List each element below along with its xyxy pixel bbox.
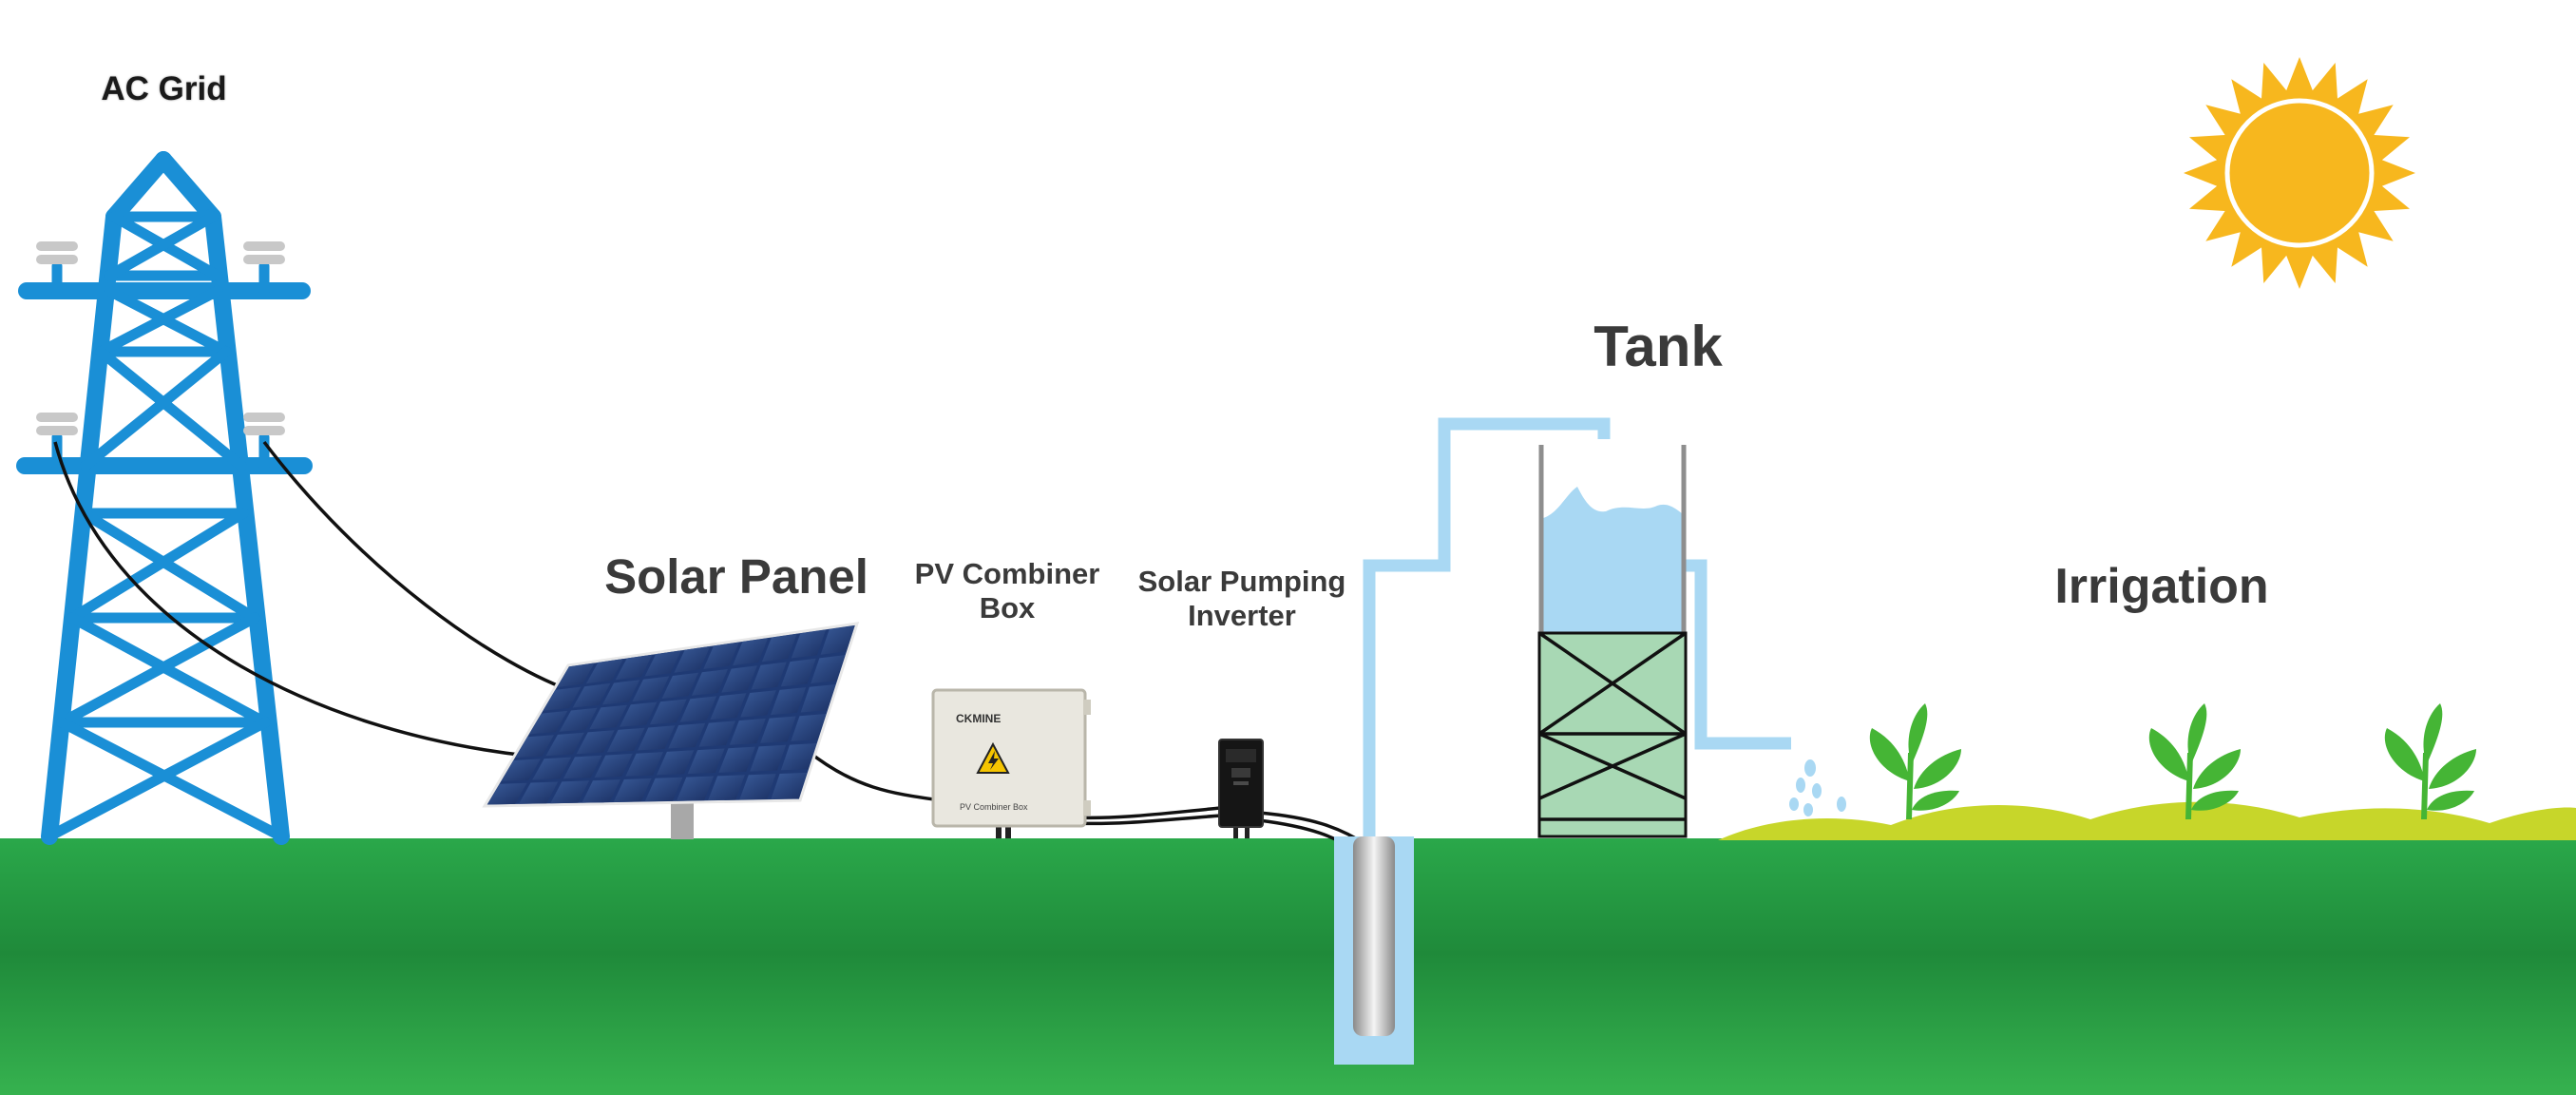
solar-cell [687, 748, 725, 775]
solar-cell [761, 633, 797, 663]
solar-cell [721, 665, 757, 693]
irrigation-field [1718, 703, 2576, 840]
plant-icon [2384, 703, 2476, 819]
solar-cell [582, 779, 620, 803]
solar-cell [679, 696, 717, 722]
label-inverter-line1: Solar Pumping [1137, 565, 1346, 598]
borehole-pump-icon [1334, 836, 1414, 1065]
label-ac-grid: AC Grid [101, 70, 227, 107]
solar-cell [733, 638, 769, 666]
solar-cell [501, 759, 541, 781]
solar-cell [740, 690, 776, 718]
solar-cell [710, 693, 747, 720]
sun-icon [2184, 57, 2415, 289]
solar-cell [606, 727, 645, 753]
solar-cell [780, 658, 816, 687]
label-solar-panel: Solar Panel [604, 549, 868, 604]
insulator-icon [36, 241, 285, 435]
transmission-tower-icon [16, 151, 313, 845]
solar-panel-icon [482, 622, 860, 839]
plant-icon [1869, 703, 1961, 819]
solar-cell [620, 701, 658, 727]
solar-cell [771, 687, 807, 716]
solar-cell [515, 735, 554, 759]
solar-cell [674, 645, 711, 673]
solar-cell [739, 774, 776, 800]
solar-cell [532, 757, 572, 780]
inverter-icon [1218, 739, 1264, 838]
ground [0, 838, 2576, 1095]
solar-cell [791, 629, 827, 659]
solar-cell [519, 781, 559, 804]
solar-cell [487, 782, 527, 805]
label-inverter-line2: Inverter [1188, 599, 1296, 632]
solar-cell [613, 778, 652, 802]
solar-cell [572, 682, 611, 708]
solar-cell [644, 650, 681, 677]
solar-cell [661, 672, 699, 699]
solar-cell [668, 722, 706, 749]
water-droplets [1789, 759, 1846, 816]
solar-cell [615, 654, 653, 681]
solar-cell [676, 776, 715, 801]
solar-cell [791, 714, 827, 741]
solar-cell [657, 750, 695, 776]
solar-cell [692, 669, 728, 696]
water-pipe [1363, 417, 1791, 836]
solar-cell [649, 699, 687, 725]
combiner-caption-text: PV Combiner Box [960, 802, 1028, 812]
solar-cell [811, 655, 846, 684]
solar-cell [545, 732, 584, 757]
solar-cell [780, 743, 817, 771]
solar-cell [550, 780, 590, 804]
high-voltage-warning-icon [976, 741, 1010, 774]
solar-cell [528, 710, 568, 735]
power-cable [53, 440, 1369, 855]
label-pv-combiner-line2: Box [979, 591, 1036, 624]
solar-cell [820, 625, 855, 655]
solar-cell [703, 642, 739, 669]
solar-cell [594, 753, 633, 778]
solar-cell [602, 680, 640, 705]
solar-cell [729, 718, 766, 745]
solar-cell [557, 663, 595, 687]
water-tank-icon [1537, 445, 1688, 838]
solar-cell [718, 746, 755, 773]
solar-cell [800, 684, 836, 713]
combiner-box-icon: CKMINE PV Combiner Box [931, 688, 1091, 838]
solar-cell [638, 725, 676, 751]
solar-cell [576, 730, 615, 755]
label-irrigation: Irrigation [2054, 559, 2269, 614]
solar-cell [589, 704, 627, 730]
solar-cell [585, 659, 624, 684]
label-pv-combiner-line1: PV Combiner [914, 557, 1100, 590]
solar-cell [771, 772, 808, 799]
combiner-brand-text: CKMINE [956, 712, 1001, 725]
solar-cell [698, 720, 735, 747]
solar-cell [751, 662, 787, 690]
solar-cell [760, 716, 796, 743]
solar-cell [644, 777, 683, 802]
solar-cell [543, 686, 582, 711]
solar-cell [559, 707, 598, 732]
solar-cell [625, 752, 663, 777]
solar-cell [632, 676, 670, 702]
solar-cell [708, 775, 745, 800]
label-tank: Tank [1593, 315, 1723, 378]
solar-cell [750, 744, 787, 772]
plant-icon [2148, 703, 2241, 819]
solar-cell [563, 755, 602, 779]
